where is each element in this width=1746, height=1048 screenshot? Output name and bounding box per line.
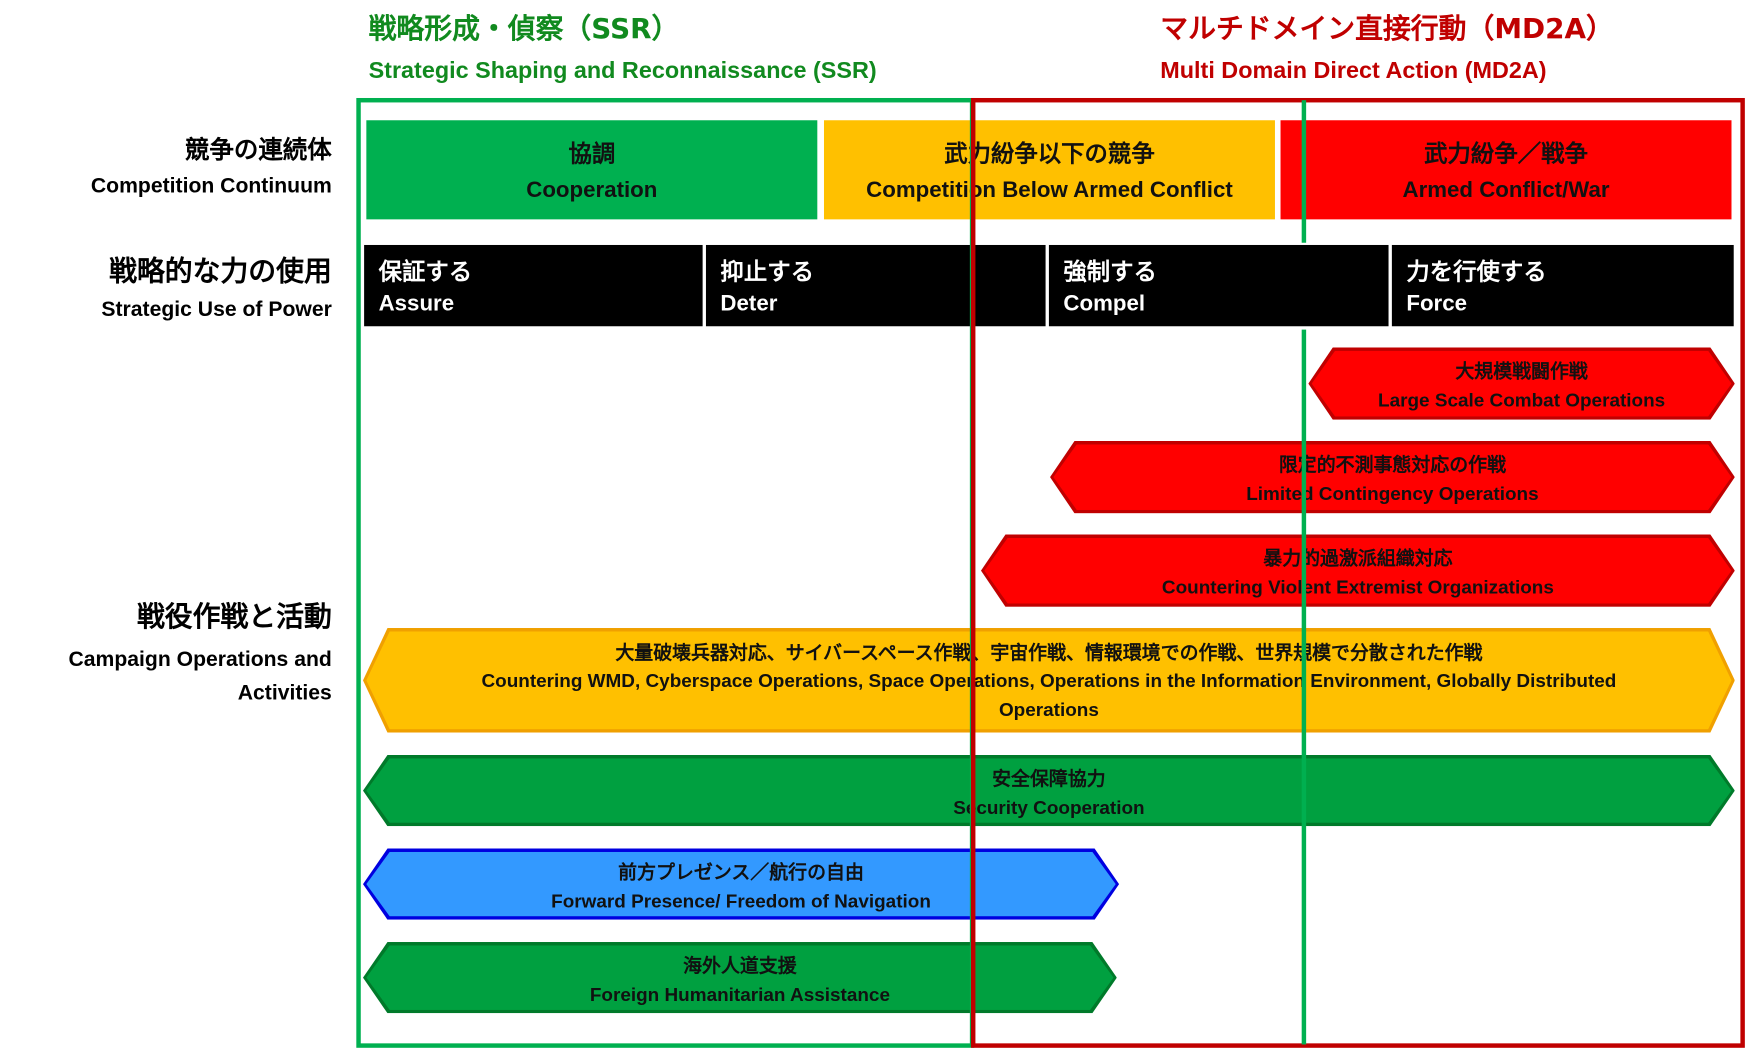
power-force: 力を行使する Force bbox=[1391, 244, 1734, 327]
ssr-title-jp: 戦略形成・偵察（SSR） bbox=[368, 12, 680, 45]
op-forward-presence: 前方プレゼンス／航行の自由 Forward Presence/ Freedom o… bbox=[363, 848, 1119, 919]
power-jp: 強制する bbox=[1063, 258, 1157, 286]
power-en: Compel bbox=[1063, 291, 1146, 317]
op-wmd-cyber-space: 大量破壊兵器対応、サイバースペース作戦、宇宙作戦、情報環境での作戦、世界規模で分… bbox=[363, 628, 1735, 733]
label-continuum-jp: 競争の連続体 bbox=[184, 136, 332, 165]
op-en: Limited Contingency Operations bbox=[1246, 483, 1539, 505]
op-jp: 安全保障協力 bbox=[992, 767, 1106, 791]
op-en: Foreign Humanitarian Assistance bbox=[589, 983, 890, 1005]
continuum-en: Cooperation bbox=[526, 178, 658, 203]
continuum-armed-conflict: 武力紛争／戦争 Armed Conflict/War bbox=[1280, 120, 1732, 220]
power-jp: 保証する bbox=[378, 258, 473, 286]
continuum-jp: 武力紛争以下の競争 bbox=[944, 140, 1155, 168]
power-en: Assure bbox=[378, 291, 455, 317]
boundary-line-upper bbox=[1301, 100, 1307, 243]
boundary-line-lower bbox=[1301, 329, 1307, 1045]
label-campaign: 戦役作戦と活動 Campaign Operations and Activiti… bbox=[68, 595, 331, 706]
md2a-title-jp: マルチドメイン直接行動（MD2A） bbox=[1160, 12, 1614, 45]
op-foreign-humanitarian: 海外人道支援 Foreign Humanitarian Assistance bbox=[363, 942, 1117, 1013]
ssr-title-en: Strategic Shaping and Reconnaissance (SS… bbox=[368, 57, 877, 84]
power-assure: 保証する Assure bbox=[364, 244, 703, 327]
label-campaign-en1: Campaign Operations and bbox=[68, 648, 332, 672]
op-countering-veo: 暴力的過激派組織対応 Countering Violent Extremist O… bbox=[981, 534, 1735, 606]
op-en: Forward Presence/ Freedom of Navigation bbox=[551, 890, 931, 912]
op-en: Countering Violent Extremist Organizatio… bbox=[1161, 576, 1554, 598]
power-compel: 強制する Compel bbox=[1048, 244, 1389, 327]
power-deter: 抑止する Deter bbox=[705, 244, 1046, 327]
op-en: Security Cooperation bbox=[953, 796, 1145, 818]
op-jp: 暴力的過激派組織対応 bbox=[1263, 547, 1453, 571]
continuum-en: Competition Below Armed Conflict bbox=[866, 178, 1233, 203]
op-jp: 海外人道支援 bbox=[683, 954, 797, 978]
ssr-region-frame bbox=[356, 97, 975, 1048]
power-en: Force bbox=[1406, 291, 1468, 317]
op-security-cooperation: 安全保障協力 Security Cooperation bbox=[363, 755, 1735, 826]
power-en: Deter bbox=[720, 291, 778, 317]
continuum-en: Armed Conflict/War bbox=[1402, 178, 1610, 203]
label-power-jp: 戦略的な力の使用 bbox=[109, 254, 332, 288]
continuum-jp: 協調 bbox=[568, 140, 616, 168]
op-jp: 大規模戦闘作戦 bbox=[1455, 360, 1588, 384]
op-jp: 大量破壊兵器対応、サイバースペース作戦、宇宙作戦、情報環境での作戦、世界規模で分… bbox=[615, 641, 1483, 665]
op-limited-contingency: 限定的不測事態対応の作戦 Limited Contingency Operatio… bbox=[1050, 441, 1735, 513]
continuum-jp: 武力紛争／戦争 bbox=[1424, 140, 1588, 168]
label-continuum: 競争の連続体 Competition Continuum bbox=[91, 130, 332, 199]
power-jp: 力を行使する bbox=[1406, 258, 1547, 286]
op-jp: 限定的不測事態対応の作戦 bbox=[1278, 454, 1507, 477]
label-power: 戦略的な力の使用 Strategic Use of Power bbox=[101, 249, 331, 322]
op-large-scale-combat: 大規模戦闘作戦 Large Scale Combat Operations bbox=[1308, 347, 1734, 419]
label-power-en: Strategic Use of Power bbox=[101, 298, 332, 322]
label-continuum-en: Competition Continuum bbox=[90, 174, 332, 199]
label-campaign-jp: 戦役作戦と活動 bbox=[136, 600, 332, 633]
power-jp: 抑止する bbox=[720, 258, 814, 286]
label-campaign-en2: Activities bbox=[237, 681, 332, 705]
op-en: Large Scale Combat Operations bbox=[1378, 389, 1666, 411]
md2a-title-en: Multi Domain Direct Action (MD2A) bbox=[1160, 57, 1547, 84]
md2a-region-frame bbox=[970, 97, 1745, 1048]
op-jp: 前方プレゼンス／航行の自由 bbox=[618, 861, 864, 884]
continuum-competition: 武力紛争以下の競争 Competition Below Armed Confli… bbox=[823, 120, 1275, 220]
continuum-cooperation: 協調 Cooperation bbox=[366, 120, 818, 220]
op-en: Countering WMD, Cyberspace Operations, S… bbox=[481, 669, 1617, 720]
